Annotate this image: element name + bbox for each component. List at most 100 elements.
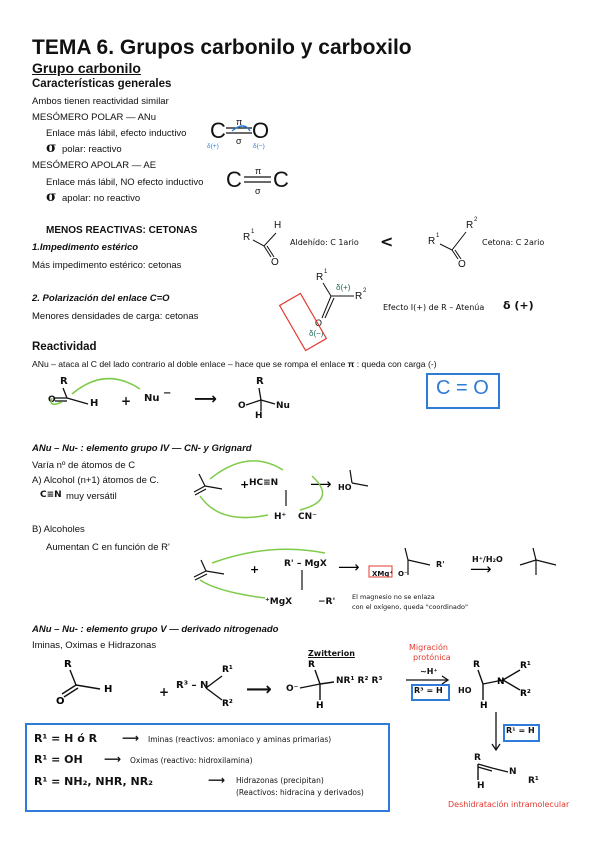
delta-minus: δ(−) [253,143,265,150]
g5-h: H [104,684,112,695]
rx1-h: H [90,398,99,409]
polarization-skeleton [321,282,354,319]
g5-plus: + [159,685,170,699]
migration-arrow-label: ∼H⁺ [420,667,438,676]
aldehyde-r-sup: 1 [251,229,255,235]
steric-heading: 1.Impedimento estérico [32,242,139,253]
grignard-rmgx: R' – MgX [284,559,327,569]
r3h-box-text: R³ = H [414,686,443,695]
group4-versatile: muy versátil [66,491,117,502]
r1h-box-text: R¹ = H [506,726,535,735]
imine-n: N [509,767,517,777]
legend-row2-arrow: ⟶ [104,752,122,766]
co-boxed-text: C = O [436,377,489,399]
rx1-nu: Nu [144,393,160,404]
group5-heading: ANu – Nu- : elemento grupo V — derivado … [32,624,279,635]
rx1-nu-minus: − [163,388,172,399]
g5-nr: NR¹ R² R³ [336,676,383,686]
triple-symbol: C≡N [40,490,62,500]
general-heading: Características generales [32,78,172,90]
rx1-r: R [60,376,68,387]
rx1-prod-h: H [255,411,263,421]
g5-z-r: R [308,660,315,670]
polarization-heading: 2. Polarización del enlace C=O [32,293,170,304]
g5-z-h: H [316,701,324,711]
pol-delta-plus: δ(+) [336,283,351,292]
pol-r2-sup: 2 [363,288,367,294]
group4-heading: ANu – Nu- : elemento grupo IV — CN- y Gr… [32,443,252,454]
reactivity-text: ANu – ataca al C del lado contrario al d… [32,359,437,369]
sigma-symbol: σ [46,140,57,156]
sigma-label-2: σ [255,186,261,196]
h3o-label: H⁺/H₂O [472,555,503,564]
group4-a-title: A) Alcohol (n+1) átomos de C. [32,475,159,486]
g4b-arrow-1: ⟶ [338,558,360,576]
g4a-green-arrow-right [299,475,324,511]
g4b-green-arrow-bottom [199,579,266,599]
legend-row3-arrow: ⟶ [208,773,226,787]
dehydration-arrow-head [491,743,501,752]
h-plus-label: H⁺ [274,512,287,522]
zwitterion-label: Zwitterion [308,649,355,658]
ketone-r1: R [428,236,436,247]
g5-skeleton [61,669,521,780]
r1h-box [503,724,540,742]
o-minus-label: O⁻ [398,570,408,578]
dehydration-label: Deshidratación intramolecular [448,800,570,809]
effect-symbol: δ (+) [503,299,534,312]
migration-label-1: Migración [409,643,448,652]
aldehyde-r: R [243,232,251,243]
g4a-green-arrow-bottom [199,495,269,519]
co-left-c: C [210,118,226,143]
apolar-title: MESÓMERO APOLAR — AE [32,160,157,171]
aldehyde-label: Aldehído: C 1ario [290,238,359,247]
grignard-r-minus: −R' [318,597,336,607]
rx1-green-arrow [71,377,141,395]
imine-r: R [474,753,481,763]
pi-label: π [236,117,243,127]
less-reactive-heading: MENOS REACTIVAS: CETONAS [46,225,198,236]
aldehyde-o: O [271,257,279,268]
g5-ho: HO [458,686,472,695]
rx1-green-arrow-2 [50,397,63,406]
pol-r1-sup: 1 [324,269,328,275]
group4-b-title: B) Alcoholes [32,524,85,535]
co-right-o: O [252,118,270,143]
pol-delta-minus: δ(−) [309,329,324,338]
section-title: Grupo carbonilo [32,60,141,76]
imine-h: H [477,781,485,791]
polar-line2: polar: reactivo [62,144,122,155]
legend-row1-lhs: R¹ = H ó R [34,732,98,745]
delta-plus: δ(+) [207,143,219,150]
general-line1: Ambos tienen reactividad similar [32,96,169,107]
group5-subtitle: Iminas, Oximas e Hidrazonas [32,640,157,651]
polar-red-box [278,292,328,352]
g4b-green-arrow-top [211,548,326,564]
rx1-skeleton [54,387,276,411]
polarization-text: Menores densidades de carga: cetonas [32,311,199,322]
g4b-plus: + [250,563,259,576]
ketone-skeleton [439,231,467,260]
g4a-green-arrow-top [209,460,284,480]
effect-text: Efecto I(+) de R – Atenúa [383,303,485,312]
g5-p-r: R [473,660,480,670]
legend-row1-arrow: ⟶ [122,731,140,745]
reactivity-heading: Reactividad [32,341,97,353]
legend-box [25,723,390,812]
xmg-red-box [368,565,393,578]
cn-minus-label: CN⁻ [298,512,317,522]
g5-p-n: N [497,677,505,687]
pol-r2: R [355,291,363,302]
g5-arrow: ⟶ [246,679,272,700]
polar-title: MESÓMERO POLAR — ANu [32,112,157,123]
rx1-prod-o: O [238,401,246,411]
page-title: TEMA 6. Grupos carbonilo y carboxilo [32,36,412,59]
imine-r1: R¹ [528,776,539,786]
polar-curly-arrow [231,125,251,132]
steric-text: Más impedimento estérico: cetonas [32,260,182,271]
rx1-plus: + [121,394,132,408]
rx1-prod-r: R [256,376,264,387]
reactivity-text-main: ANu – ataca al C del lado contrario al d… [32,359,346,369]
apolar-line2: apolar: no reactivo [62,193,141,204]
